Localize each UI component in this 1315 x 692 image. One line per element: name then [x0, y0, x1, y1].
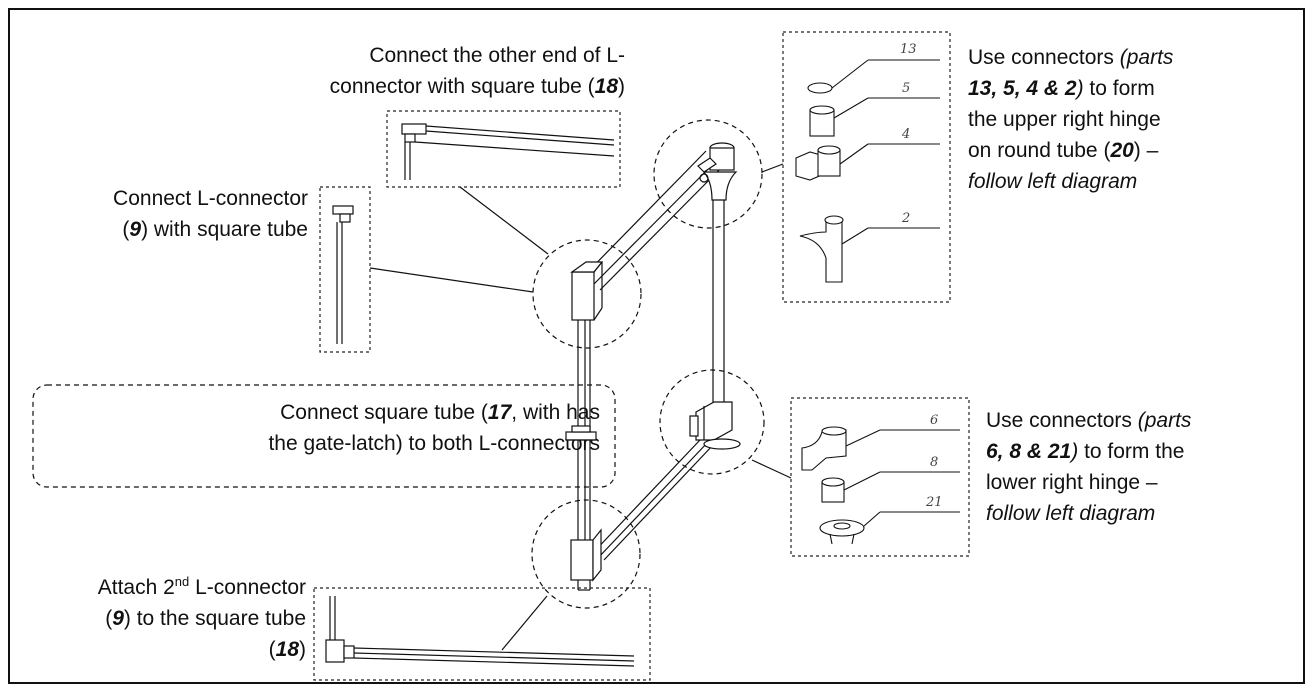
part-label-6: 6	[930, 413, 938, 428]
part-label-5: 5	[902, 81, 910, 96]
inset-left-tube-drawing	[332, 205, 354, 344]
right-round-tube	[712, 185, 725, 420]
part-label-2: 2	[901, 211, 910, 226]
part-label-13: 13	[900, 42, 917, 57]
leader-lower-right	[751, 459, 792, 479]
top-strip	[0, 0, 1315, 7]
leader-bottom	[501, 595, 548, 651]
gate-latch-drawing	[565, 425, 597, 441]
left-vertical-tube	[577, 308, 591, 578]
label-latch: Connect square tube (17, with has the ga…	[268, 401, 600, 455]
circle-upper-right-hinge	[653, 119, 763, 229]
inset-left-tube	[319, 186, 371, 353]
lower-hinge-parts	[801, 426, 960, 545]
part-label-8: 8	[930, 455, 938, 470]
inset-bottom-tube-drawing	[325, 596, 635, 667]
leader-left	[369, 267, 534, 293]
circle-lower-right-hinge	[659, 369, 765, 475]
lower-right-hinge-drawing	[689, 401, 741, 450]
label-left-mid: Connect L-connector (9) with square tube	[113, 187, 308, 241]
leader-upper-right	[761, 163, 784, 173]
diagram-frame	[8, 8, 1305, 684]
leader-top	[459, 186, 549, 255]
inset-top-tube-drawing	[401, 123, 615, 180]
part-2-base	[799, 219, 843, 283]
latch-callout	[32, 384, 616, 488]
part-5-sleeve	[809, 109, 835, 137]
inset-top-tube	[386, 110, 621, 188]
upper-l-connector	[571, 271, 595, 321]
inset-lower-hinge	[790, 397, 970, 557]
part-label-21: 21	[925, 495, 943, 510]
label-top-center: Connect the other end of L- connector wi…	[329, 44, 625, 98]
circle-upper-left-joint	[532, 239, 642, 349]
label-lower-right: Use connectors (parts 6, 8 & 21) to form…	[986, 409, 1192, 525]
part-label-4: 4	[901, 127, 910, 142]
lower-diagonal-tube	[589, 439, 715, 561]
part-13-cap	[807, 82, 833, 94]
inset-bottom-tube	[313, 587, 651, 681]
lower-l-connector	[570, 539, 594, 581]
circle-lower-left-joint	[531, 499, 641, 609]
label-bottom-left: Attach 2nd L-connector (9) to the square…	[97, 574, 306, 661]
label-upper-right: Use connectors (parts 13, 5, 4 & 2) to f…	[968, 46, 1174, 193]
upper-right-hinge-drawing	[697, 142, 738, 201]
inset-upper-hinge	[782, 31, 951, 303]
upper-hinge-parts	[795, 59, 940, 283]
part-6-bracket	[801, 429, 847, 471]
